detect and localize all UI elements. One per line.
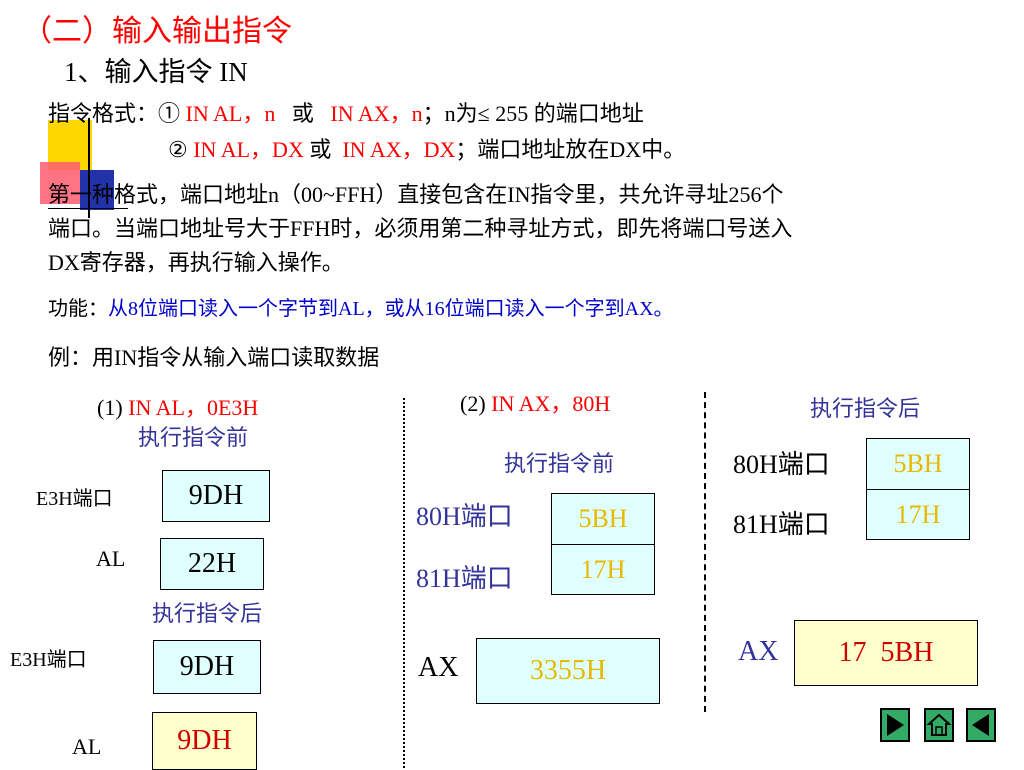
ex1-port-value-after: 9DH: [179, 651, 235, 682]
ex3-port80-value: 5BH: [867, 439, 969, 490]
format-line-1: 指令格式：① IN AL，n 或 IN AX，n；n为≤ 255 的端口地址: [48, 96, 644, 128]
format-2-al: IN AL，DX: [193, 137, 304, 162]
ex1-al-value-after-box: 9DH: [152, 712, 257, 770]
separator-1: [403, 398, 405, 768]
next-button[interactable]: [880, 708, 910, 742]
description-line-2: 端口。当端口地址号大于FFH时，必须用第二种寻址方式，即先将端口号送入: [48, 216, 793, 241]
circle-one: ①: [158, 101, 181, 126]
ex2-ax-value-box: 3355H: [476, 638, 660, 704]
separator-2: [704, 392, 706, 712]
home-button[interactable]: [924, 708, 954, 742]
function-label: 功能：: [48, 298, 108, 320]
deco-horizontal-line: [48, 208, 128, 209]
deco-vertical-line: [88, 118, 90, 218]
format-1-al: IN AL，n: [185, 101, 276, 126]
description-line-1: 第一种格式，端口地址n（00~FFH）直接包含在IN指令里，共允许寻址256个: [48, 182, 784, 207]
format-1-note: ；n为≤ 255 的端口地址: [422, 101, 644, 126]
deco-blue-square: [80, 170, 114, 210]
page-title: （二）输入输出指令: [22, 15, 292, 48]
prev-button[interactable]: [966, 708, 996, 742]
ex2-port81-label: 81H端口: [416, 564, 513, 593]
format-line-2: ② IN AL，DX 或 IN AX，DX；端口地址放在DX中。: [168, 132, 685, 164]
section-heading: 1、输入指令 IN: [64, 57, 248, 87]
play-back-icon: [972, 714, 989, 736]
play-forward-icon: [887, 714, 904, 736]
example-title: 例：用IN指令从输入端口读取数据: [48, 345, 380, 370]
function-line: 功能：从8位端口读入一个字节到AL，或从16位端口读入一个字到AX。: [48, 292, 674, 321]
ex2-port81-value: 17H: [580, 554, 626, 584]
ex1-al-label-after: AL: [72, 734, 102, 759]
function-text: 从8位端口读入一个字节到AL，或从16位端口读入一个字到AX。: [108, 298, 674, 320]
ex1-al-label: AL: [96, 546, 126, 571]
ex2-heading: (2) IN AX，80H: [460, 386, 610, 418]
ex3-after-label: 执行指令后: [810, 396, 921, 421]
deco-red-square: [40, 162, 80, 204]
format-2-ax: IN AX，DX: [342, 137, 456, 162]
ex1-instruction: IN AL，0E3H: [128, 395, 259, 420]
ex3-ax-value: 17 5BH: [838, 637, 934, 668]
format-2-or: 或: [309, 137, 332, 162]
ex2-port80-label: 80H端口: [416, 502, 513, 531]
ex2-port80-value: 5BH: [552, 494, 654, 545]
ex2-ax-value: 3355H: [529, 655, 607, 686]
ex3-ax-value-box: 17 5BH: [794, 620, 978, 686]
ex2-ax-label: AX: [418, 652, 459, 683]
ex1-heading: (1) IN AL，0E3H: [97, 390, 258, 422]
ex2-before-label: 执行指令前: [504, 451, 615, 476]
format-2-note: ；端口地址放在DX中。: [455, 137, 686, 162]
ex1-number: (1): [97, 395, 123, 420]
format-1-or: 或: [291, 101, 314, 126]
ex1-port-value-after-box: 9DH: [153, 640, 261, 694]
format-1-ax: IN AX，n: [330, 101, 423, 126]
ex1-port-value-box: 9DH: [162, 470, 270, 522]
home-icon: [926, 713, 952, 736]
ex3-port-box: 5BH 17H: [866, 438, 970, 540]
description-line-3: DX寄存器，再执行输入操作。: [48, 250, 344, 275]
ex2-number: (2): [460, 391, 486, 416]
deco-yellow-square: [48, 120, 92, 170]
ex2-port-box: 5BH 17H: [551, 493, 655, 595]
format-label: 指令格式：: [48, 101, 159, 126]
circle-two: ②: [168, 137, 188, 162]
ex1-after-label: 执行指令后: [152, 601, 263, 626]
ex1-al-value: 22H: [187, 548, 237, 579]
ex1-before-label: 执行指令前: [138, 425, 249, 450]
ex3-port81-label: 81H端口: [733, 510, 830, 539]
ex1-port-label-after: E3H端口: [10, 649, 87, 671]
ex3-ax-label: AX: [738, 636, 779, 667]
ex1-al-value-after: 9DH: [177, 725, 232, 756]
ex1-port-label: E3H端口: [36, 488, 113, 510]
ex2-instruction: IN AX，80H: [491, 391, 611, 416]
ex3-port80-label: 80H端口: [733, 450, 830, 479]
ex1-port-value: 9DH: [188, 480, 244, 511]
ex1-al-value-box: 22H: [160, 538, 264, 590]
ex3-port81-value: 17H: [895, 499, 941, 529]
